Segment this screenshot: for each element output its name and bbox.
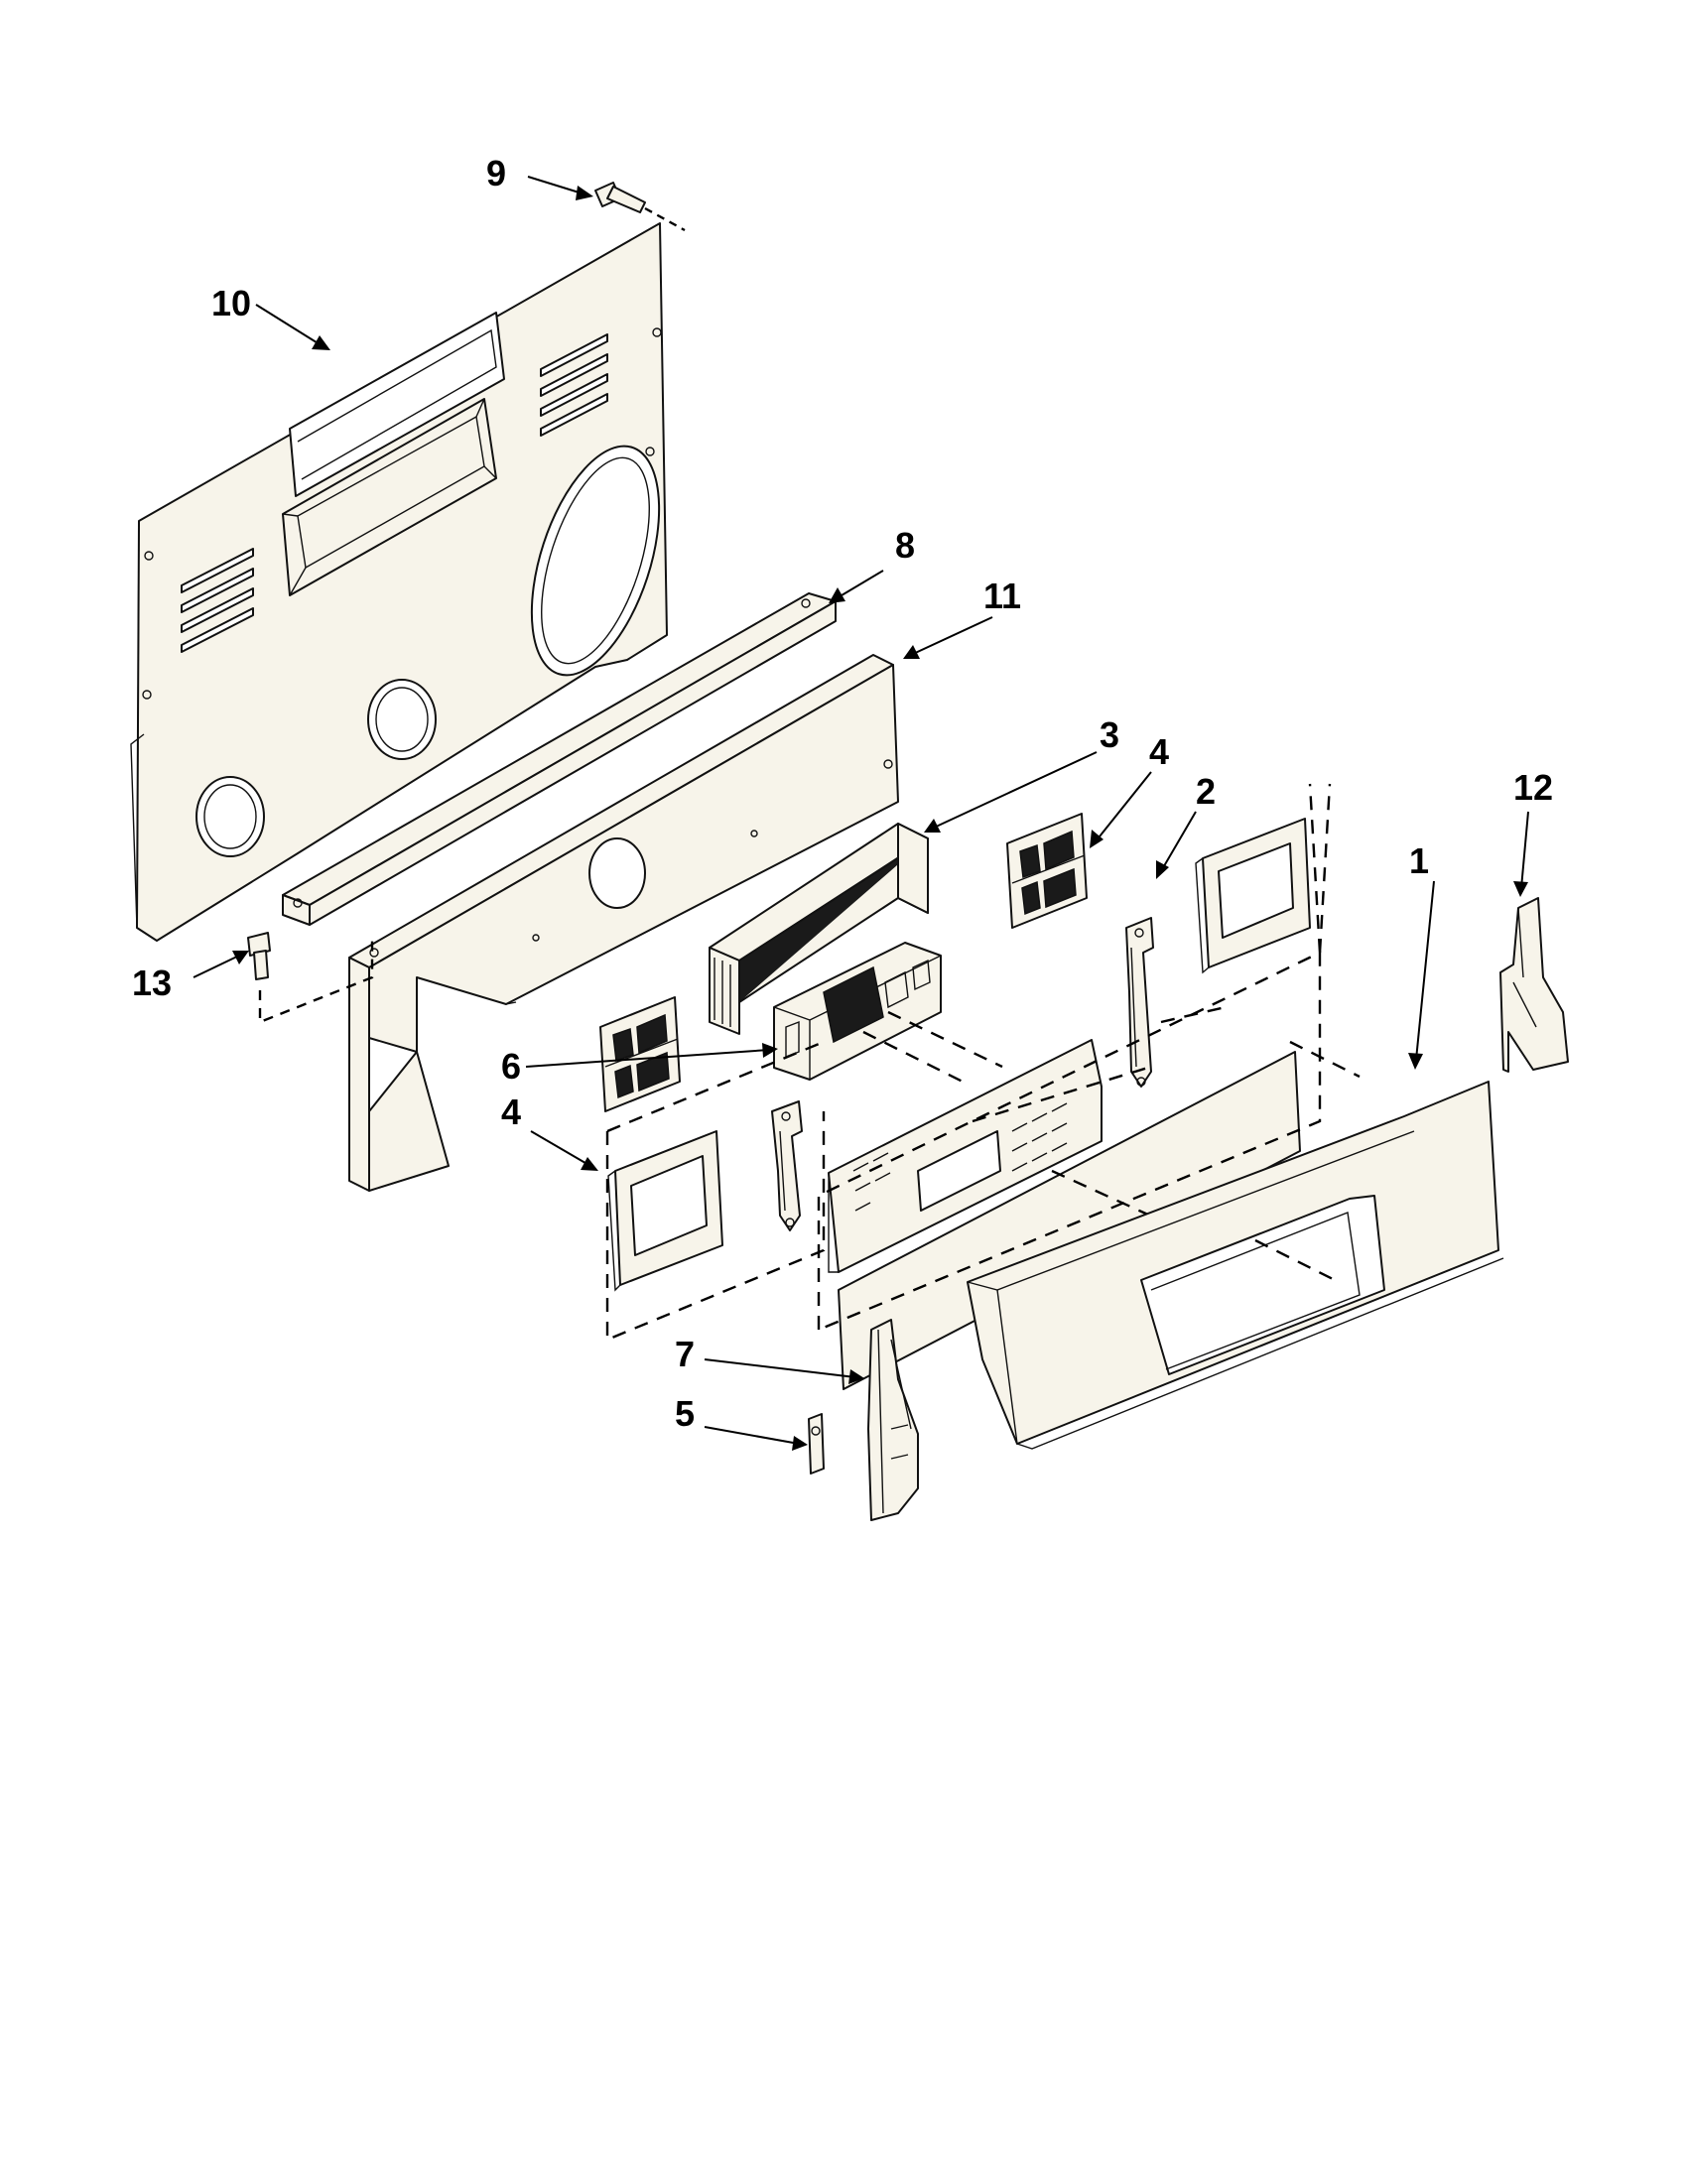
callout-9: 9 xyxy=(486,153,506,193)
control-panel-assembly xyxy=(828,1039,1301,1390)
callout-2: 2 xyxy=(1196,771,1216,812)
callout-5: 5 xyxy=(675,1393,695,1434)
callout-7: 7 xyxy=(675,1334,695,1374)
side-trim-left-part-7 xyxy=(867,1319,919,1521)
screw-part-9 xyxy=(594,182,686,232)
callout-13: 13 xyxy=(132,963,172,1003)
callout-10: 10 xyxy=(211,283,251,323)
screw-part-13 xyxy=(247,932,374,1024)
clock-module-lower-part-4 xyxy=(599,996,681,1112)
callout-3: 3 xyxy=(1100,714,1119,755)
callout-11: 11 xyxy=(983,576,1021,616)
light-strip-part-3 xyxy=(709,823,929,1035)
hinge-bracket-right-part-2 xyxy=(1125,917,1154,1088)
channel-bracket-part-8 xyxy=(282,592,837,926)
callout-1: 1 xyxy=(1409,840,1429,881)
rear-panel xyxy=(130,222,668,942)
callout-4-lower: 4 xyxy=(501,1092,521,1132)
clip-part-5 xyxy=(808,1413,825,1475)
side-trim-right-part-12 xyxy=(1499,897,1569,1073)
assembly-dashed-lines xyxy=(605,783,1361,1342)
leader-lines xyxy=(193,176,1529,1451)
callout-labels: 1 2 3 4 4 5 6 7 8 9 10 11 12 13 xyxy=(132,153,1553,1434)
mounting-frame-right xyxy=(1195,818,1311,974)
manifold-panel-part-11 xyxy=(348,654,899,1192)
callout-12: 12 xyxy=(1513,767,1553,808)
clock-module-upper-part-4 xyxy=(1006,813,1088,929)
callout-4-upper: 4 xyxy=(1149,731,1169,772)
mounting-frame-left xyxy=(607,1130,723,1292)
callout-8: 8 xyxy=(895,525,915,566)
control-trim-part-1 xyxy=(967,1081,1504,1450)
callout-6: 6 xyxy=(501,1046,521,1087)
hinge-bracket-left xyxy=(771,1100,803,1231)
